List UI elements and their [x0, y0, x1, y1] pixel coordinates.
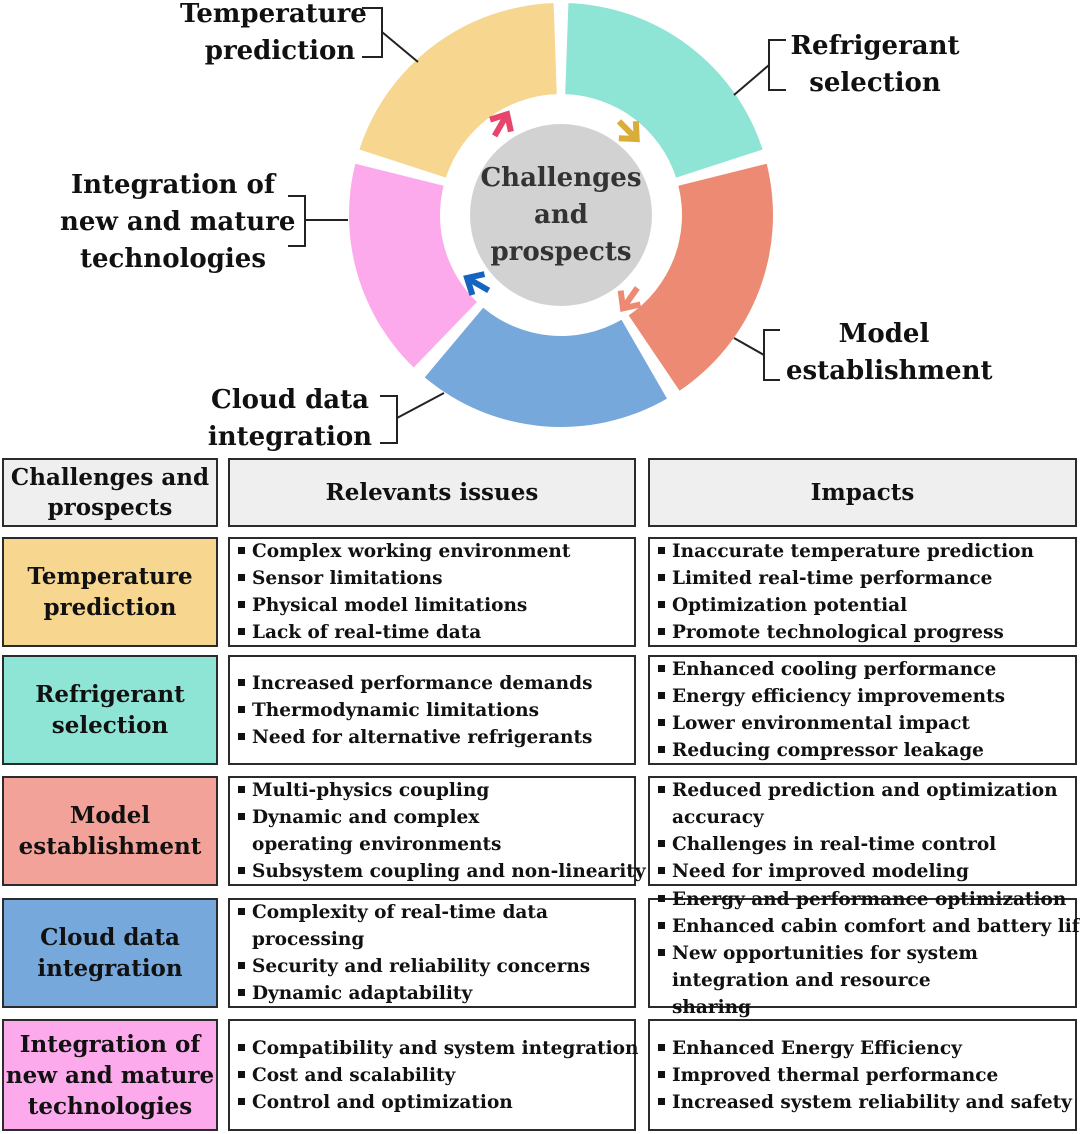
list-item: Multi-physics coupling — [238, 777, 630, 804]
arrow-icon-refrigerant — [616, 119, 640, 143]
list-item: Control and optimization — [238, 1089, 630, 1116]
challenges-ring-diagram: Challenges and prospects Temperature pre… — [0, 0, 1080, 452]
arrow-icon-model — [617, 286, 642, 313]
list-item: Increased system reliability and safety — [658, 1089, 1072, 1116]
leader-temperature — [381, 31, 419, 63]
segment-label-refrigerant: Refrigerant selection — [790, 31, 960, 98]
ring-segment-integration — [349, 163, 477, 368]
list-item: Energy efficiency improvements — [658, 683, 1071, 710]
leader-refrigerant — [733, 64, 770, 96]
list-item: Inaccurate temperature prediction — [658, 538, 1071, 565]
list-item: Optimization potential — [658, 592, 1071, 619]
list-item: Complex working environment — [238, 538, 630, 565]
list-item: Physical model limitations — [238, 592, 630, 619]
list-item: Reduced prediction and optimization accu… — [658, 777, 1062, 831]
list-item: Enhanced cooling performance — [658, 656, 1071, 683]
segment-label-temperature: Temperature prediction — [180, 0, 367, 66]
segment-label-model: Model establishment — [786, 319, 993, 386]
list-item: Dynamic adaptability — [238, 980, 630, 1007]
ring-segment-temperature — [359, 3, 557, 178]
center-label: Challenges and prospects — [480, 163, 642, 267]
issues-refrigerant: Increased performance demands Thermodyna… — [228, 655, 636, 765]
issues-model: Multi-physics coupling Dynamic and compl… — [228, 776, 646, 886]
issues-temperature: Complex working environment Sensor limit… — [228, 537, 636, 647]
arrow-icon-temperature — [489, 110, 514, 138]
list-item: New opportunities for system integration… — [658, 940, 1012, 1021]
impacts-refrigerant: Enhanced cooling performance Energy effi… — [648, 655, 1077, 765]
list-item: Subsystem coupling and non-linearity — [238, 858, 646, 885]
list-item: Security and reliability concerns — [238, 953, 630, 980]
list-item: Cost and scalability — [238, 1062, 630, 1089]
impacts-integration: Enhanced Energy Efficiency Improved ther… — [648, 1019, 1077, 1131]
list-item: Need for alternative refrigerants — [238, 724, 630, 751]
ring-svg — [288, 3, 786, 444]
issues-cloud: Complexity of real-time data processing … — [228, 898, 636, 1008]
segment-label-integration: Integration of new and mature technologi… — [60, 170, 296, 274]
arrow-icon-cloud — [463, 271, 491, 296]
ring-segment-cloud — [424, 307, 667, 427]
list-item: Thermodynamic limitations — [238, 697, 630, 724]
list-item: Enhanced cabin comfort and battery life — [658, 913, 1080, 940]
segment-label-cloud: Cloud data integration — [207, 385, 373, 452]
list-item: Enhanced Energy Efficiency — [658, 1035, 1071, 1062]
bracket-model — [763, 329, 780, 381]
impacts-temperature: Inaccurate temperature prediction Limite… — [648, 537, 1077, 647]
list-item: Dynamic and complex operating environmen… — [238, 804, 582, 858]
list-item: Limited real-time performance — [658, 565, 1071, 592]
header-issues: Relevants issues — [228, 458, 636, 527]
list-item: Increased performance demands — [238, 670, 630, 697]
impacts-cloud: Energy and performance optimization Enha… — [648, 889, 1080, 1018]
list-item: Challenges in real-time control — [658, 831, 1071, 858]
list-item: Lack of real-time data — [238, 619, 630, 646]
list-item: Lower environmental impact — [658, 710, 1071, 737]
header-impacts: Impacts — [648, 458, 1077, 527]
leader-cloud — [396, 392, 445, 419]
impacts-model: Reduced prediction and optimization accu… — [648, 776, 1077, 886]
list-item: Sensor limitations — [238, 565, 630, 592]
ring-segment-model — [628, 163, 773, 391]
ring-segment-refrigerant — [565, 3, 763, 178]
leader-model — [733, 337, 765, 356]
center-circle — [470, 124, 652, 306]
list-item: Improved thermal performance — [658, 1062, 1071, 1089]
bracket-refrigerant — [768, 39, 786, 91]
bracket-cloud — [380, 395, 398, 444]
list-item: Reducing compressor leakage — [658, 737, 1071, 764]
list-item: Complexity of real-time data processing — [238, 899, 552, 953]
list-item: Need for improved modeling — [658, 858, 1071, 885]
list-item: Promote technological progress — [658, 619, 1071, 646]
list-item: Energy and performance optimization — [658, 886, 1071, 913]
list-item: Compatibility and system integration — [238, 1035, 638, 1062]
issues-integration: Compatibility and system integration Cos… — [228, 1019, 638, 1131]
